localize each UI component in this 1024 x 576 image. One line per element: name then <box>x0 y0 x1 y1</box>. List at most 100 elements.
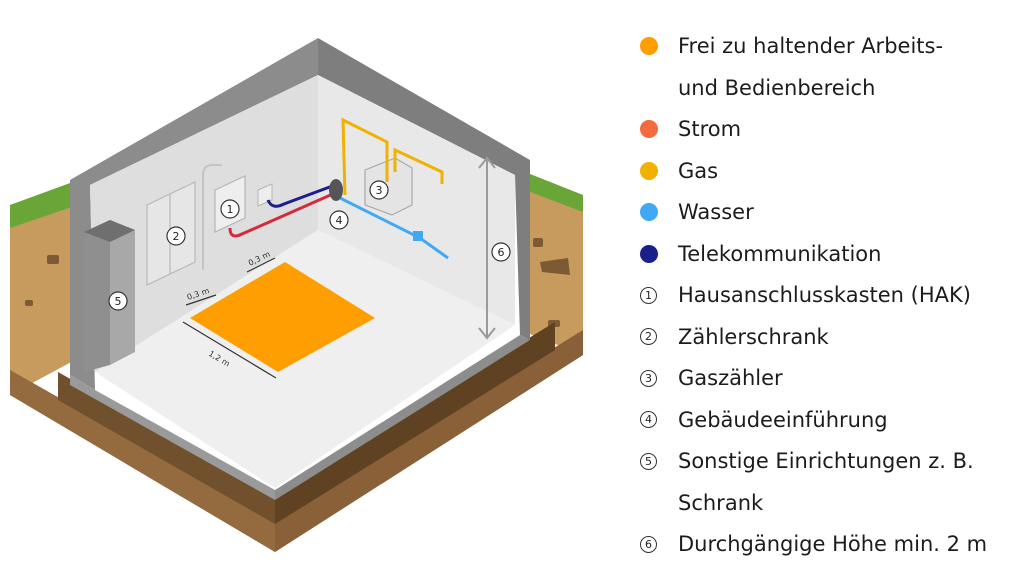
legend-label: Gaszähler <box>666 358 783 400</box>
legend-label: Telekommunikation <box>666 234 881 276</box>
legend-label-line: Durchgängige Höhe min. 2 m <box>678 532 988 556</box>
legend-number-marker: 5 <box>640 452 657 470</box>
legend-marker: 5 <box>640 441 666 481</box>
legend-color-dot <box>640 120 658 138</box>
marker-2: 2 <box>166 226 186 246</box>
legend-number-marker: 3 <box>640 369 657 387</box>
legend-color-dot <box>640 161 658 180</box>
work-area <box>190 262 375 372</box>
marker-2-label: 2 <box>173 230 180 243</box>
legend-label-line: Strom <box>678 117 742 141</box>
grass-left <box>10 183 78 228</box>
building-entry <box>329 179 343 201</box>
gas-line-branch <box>393 147 444 184</box>
legend-number-marker: 1 <box>640 286 657 304</box>
marker-3: 3 <box>369 180 389 200</box>
legend-label-line: Gebäudeeinführung <box>678 407 888 432</box>
soil-rock <box>25 300 33 306</box>
foundation-slab-left <box>58 372 275 524</box>
legend-item: Wasser <box>640 192 1024 234</box>
legend-marker: 1 <box>640 275 666 315</box>
legend-label-line: Sonstige Einrichtungen z. B. <box>678 449 974 473</box>
marker-6: 6 <box>491 242 511 262</box>
legend-label-line: Schrank <box>678 490 764 515</box>
marker-5: 5 <box>108 291 128 311</box>
cabinet-front <box>84 220 110 372</box>
back-right-wall <box>318 75 515 325</box>
legend-item: 6 Durchgängige Höhe min. 2 m <box>640 524 1024 566</box>
legend-label: Gebäudeeinführung <box>666 400 888 442</box>
legend-item: 5 Sonstige Einrichtungen z. B. Schrank <box>640 441 1024 524</box>
legend-item: 4 Gebäudeeinführung <box>640 400 1024 442</box>
legend-item: Gas <box>640 151 1024 193</box>
legend-label-line: Wasser <box>678 200 754 224</box>
soil-rock <box>533 238 543 247</box>
telecom-line <box>266 183 336 208</box>
legend-marker <box>640 26 666 66</box>
height-arrow-top <box>478 156 496 169</box>
legend-label-line: Frei zu haltender Arbeits- <box>678 34 944 58</box>
legend-color-dot <box>640 244 658 263</box>
legend-label-line: Gas <box>678 158 719 183</box>
legend: Frei zu haltender Arbeits-und Bedienbere… <box>640 26 1024 566</box>
meter-cable-loop <box>202 164 222 270</box>
foundation-left <box>10 370 275 552</box>
foundation-right <box>275 330 583 552</box>
dimension-line-left <box>185 294 217 306</box>
gas-line <box>341 117 389 196</box>
height-arrow-bottom <box>478 327 496 340</box>
legend-color-dot <box>640 37 658 55</box>
wall-right-outer <box>318 38 530 340</box>
power-line <box>228 191 336 238</box>
legend-marker <box>640 109 666 149</box>
legend-number-marker: 4 <box>640 411 657 428</box>
legend-number-marker: 2 <box>640 328 657 345</box>
legend-label: Frei zu haltender Arbeits-und Bedienbere… <box>666 26 943 109</box>
legend-marker <box>640 151 666 191</box>
legend-marker <box>640 234 666 274</box>
foundation-slab-right <box>275 322 555 524</box>
room-illustration: 0,3 m 0,3 m 1,2 m 1 2 3 4 5 <box>10 38 583 552</box>
legend-color-dot <box>640 203 658 221</box>
marker-1: 1 <box>220 199 240 219</box>
marker-1-label: 1 <box>227 203 234 216</box>
legend-label-line: Hausanschlusskasten (HAK) <box>678 283 971 307</box>
legend-marker: 3 <box>640 358 666 398</box>
legend-marker: 2 <box>640 317 666 357</box>
legend-label-line: und Bedienbereich <box>678 75 876 100</box>
floor <box>95 230 515 488</box>
legend-item: Strom <box>640 109 1024 151</box>
grass-right <box>520 170 583 212</box>
legend-label: Zählerschrank <box>666 317 829 359</box>
legend-label: Wasser <box>666 192 754 234</box>
legend-number-marker: 6 <box>640 535 657 553</box>
wall-front-right-cut <box>275 335 530 500</box>
legend-label: Gas <box>666 151 718 193</box>
legend-item: 3 Gaszähler <box>640 358 1024 400</box>
legend-item: 1 Hausanschlusskasten (HAK) <box>640 275 1024 317</box>
marker-6-label: 6 <box>498 246 505 259</box>
legend-label-line: Gaszähler <box>678 366 783 390</box>
legend-label: Hausanschlusskasten (HAK) <box>666 275 971 317</box>
legend-marker: 6 <box>640 524 666 564</box>
legend-item: Frei zu haltender Arbeits-und Bedienbere… <box>640 26 1024 109</box>
wall-left-outer <box>70 38 318 390</box>
legend-label: Durchgängige Höhe min. 2 m <box>666 524 987 566</box>
legend-item: Telekommunikation <box>640 234 1024 276</box>
legend-label: Sonstige Einrichtungen z. B. Schrank <box>666 441 974 524</box>
marker-3-label: 3 <box>376 184 383 197</box>
marker-5-label: 5 <box>115 295 122 308</box>
legend-marker <box>640 192 666 232</box>
legend-label: Strom <box>666 109 741 151</box>
water-valve <box>413 231 423 241</box>
dimension-line-diagonal <box>182 321 277 379</box>
cabinet-top <box>84 220 135 242</box>
legend-label-line: Zählerschrank <box>678 324 829 349</box>
cabinet-side <box>110 220 135 365</box>
legend-marker: 4 <box>640 400 666 440</box>
dimension-line-top <box>246 257 276 273</box>
soil-rock <box>540 258 570 275</box>
soil-rock <box>47 255 59 264</box>
wall-front-left-cut <box>70 375 275 500</box>
marker-4-label: 4 <box>336 214 343 227</box>
